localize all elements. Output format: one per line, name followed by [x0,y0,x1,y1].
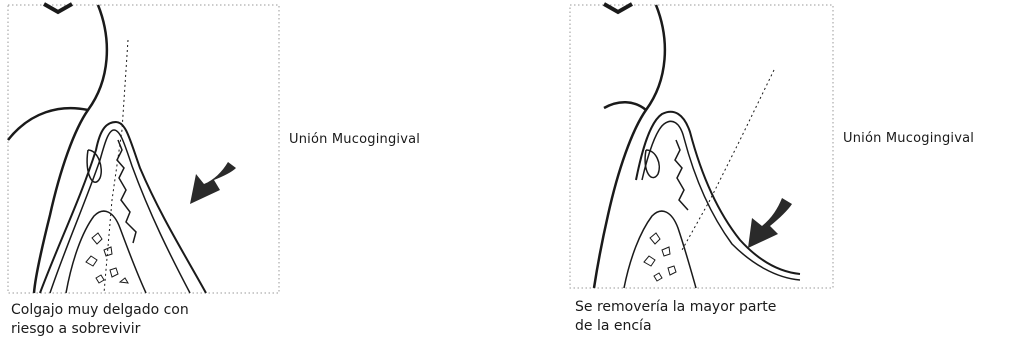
mucogingival-junction-label: Unión Mucogingival [289,132,420,147]
bone-trabeculae [644,233,676,281]
curved-arrow-icon [748,198,792,248]
crown-mark-icon [44,4,72,12]
caption-left-line-2: riesgo a sobrevivir [11,320,271,339]
sulcus-loop [645,150,659,178]
curved-arrow-icon [190,162,236,204]
gingival-flap-outer [636,112,800,274]
mucogingival-junction-label: Unión Mucogingival [843,131,974,146]
bone-crest [66,211,146,293]
caption-right-line-2: de la encía [575,317,835,336]
diagram-panel-left: Unión Mucogingival Colgajo muy delgado c… [0,0,520,345]
illustration-frame [8,5,279,293]
diagram-panel-right: Unión Mucogingival Se removería la mayor… [560,0,1021,345]
tooth-flap-illustration-left [0,0,520,345]
caption-right-line-1: Se removería la mayor parte [575,298,835,317]
caption-right: Se removería la mayor parte de la encía [575,298,835,336]
gingival-flap-inner [642,121,800,280]
interproximal-curve [8,108,88,140]
tissue-edge [675,140,688,210]
caption-left-line-1: Colgajo muy delgado con [11,301,271,320]
bone-crest [624,211,696,288]
illustration-frame [570,5,833,288]
gingival-flap-outer [40,122,206,293]
tooth-contour [594,5,665,288]
bone-trabeculae [86,233,128,283]
interproximal-curve [604,102,646,110]
caption-left: Colgajo muy delgado con riesgo a sobrevi… [11,301,271,339]
tooth-flap-illustration-right [560,0,1021,345]
